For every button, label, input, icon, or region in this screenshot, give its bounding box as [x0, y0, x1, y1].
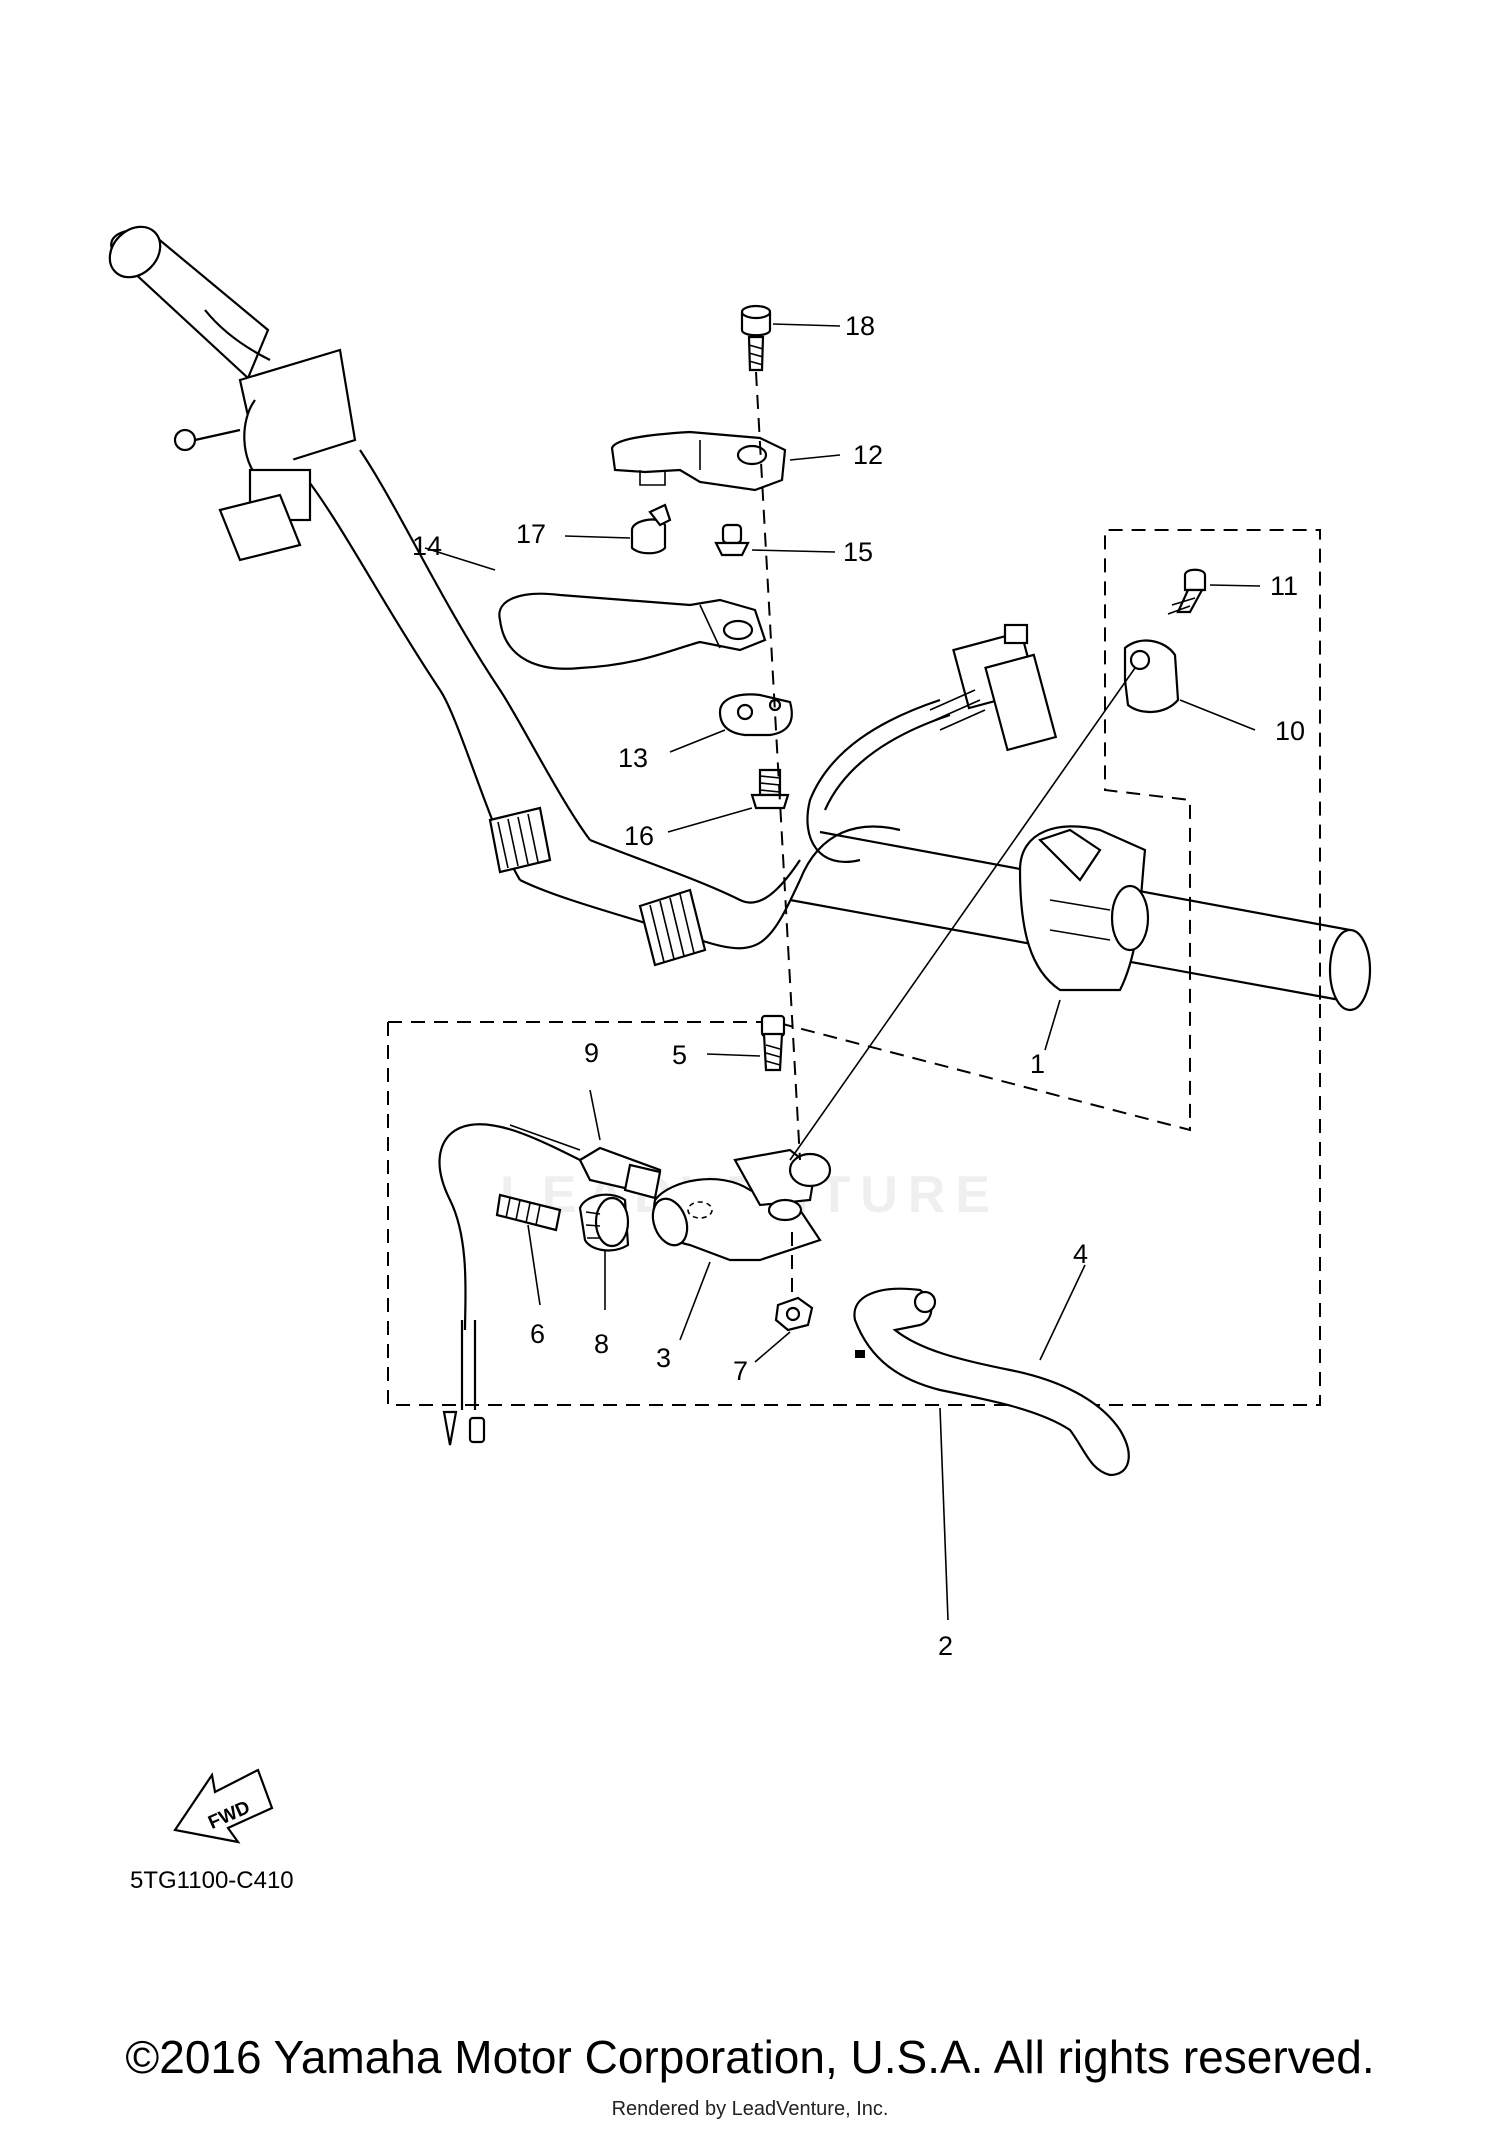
part-2-lever-assembly-box: [387, 529, 1321, 1621]
callout-9: 9: [584, 1038, 599, 1068]
part-8-locknut: [578, 1193, 630, 1310]
callout-14: 14: [412, 531, 442, 561]
callout-17: 17: [516, 519, 546, 549]
copyright-notice: ©2016 Yamaha Motor Corporation, U.S.A. A…: [125, 2031, 1375, 2083]
part-9-clutch-switch: [438, 1089, 662, 1446]
part-15-collar-bolt: [714, 523, 836, 557]
callout-18: 18: [845, 311, 875, 341]
callout-5: 5: [672, 1040, 687, 1070]
part-10-clamp: [789, 639, 1256, 1161]
diagram-code: 5TG1100-C410: [130, 1867, 294, 1894]
callout-11: 11: [1270, 571, 1298, 601]
part-11-screw: [1167, 568, 1261, 615]
callout-7: 7: [733, 1356, 748, 1386]
callout-4: 4: [1073, 1239, 1088, 1269]
callout-13: 13: [618, 743, 648, 773]
part-6-adjuster-bolt: [495, 1193, 562, 1306]
part-7-nut: [754, 1232, 814, 1363]
part-16-screw: [667, 768, 790, 833]
part-14-lever: [424, 547, 767, 670]
knurl-band-left: [488, 806, 552, 874]
callout-8: 8: [594, 1329, 609, 1359]
callout-3: 3: [656, 1343, 671, 1373]
callout-1: 1: [1030, 1049, 1045, 1079]
callout-16: 16: [624, 821, 654, 851]
assembly-axis: [755, 371, 801, 1161]
part-5-pivot-bolt: [706, 1014, 786, 1072]
wiring-harness: [806, 623, 1058, 863]
knurl-band-right: [638, 888, 707, 967]
callout-12: 12: [853, 440, 883, 470]
rendered-by-notice: Rendered by LeadVenture, Inc.: [611, 2098, 889, 2120]
part-12-bracket: [610, 430, 841, 492]
callout-2: 2: [938, 1631, 953, 1661]
fwd-arrow-icon: FWD: [173, 1768, 274, 1844]
part-3-lever-holder: [651, 1148, 832, 1341]
callout-10: 10: [1275, 716, 1305, 746]
part-1-handlebar-switch: [1018, 825, 1150, 1051]
callout-15: 15: [843, 537, 873, 567]
callout-6: 6: [530, 1319, 545, 1349]
part-17-cap: [564, 503, 672, 555]
part-18-bolt: [740, 304, 841, 372]
part-4-clutch-lever: [853, 1264, 1130, 1477]
